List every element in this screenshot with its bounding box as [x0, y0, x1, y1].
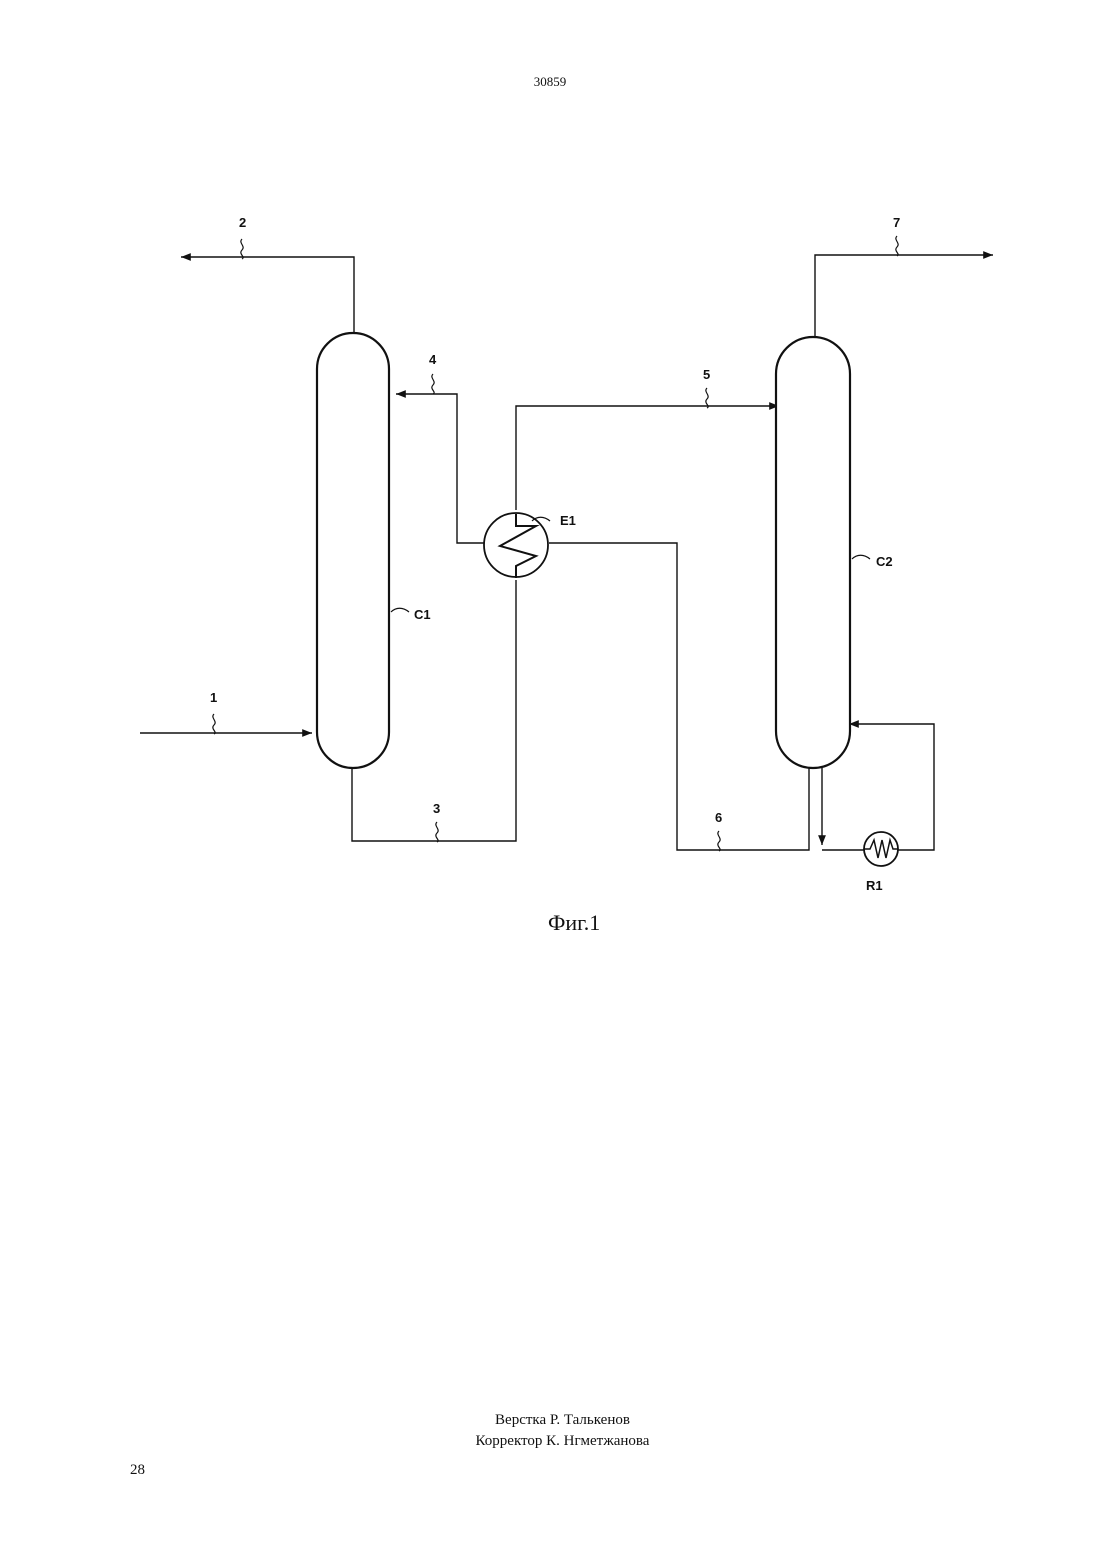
stream-1-tick [213, 714, 215, 734]
e1-label: E1 [560, 513, 576, 528]
c2-label: C2 [876, 554, 893, 569]
stream-5-line [516, 406, 779, 510]
stream-7-label: 7 [893, 215, 900, 230]
column-c2 [776, 337, 850, 768]
layout-credit: Верстка Р. Талькенов [0, 1410, 1100, 1431]
credits-block: Верстка Р. Талькенов Корректор К. Нгметж… [0, 1410, 1100, 1452]
stream-3-label: 3 [433, 801, 440, 816]
c1-label: C1 [414, 607, 431, 622]
stream-4-tick [432, 374, 434, 394]
stream-6-label: 6 [715, 810, 722, 825]
stream-2-tick [241, 239, 243, 259]
reboiler-return-line [849, 724, 934, 850]
stream-2-line [181, 257, 354, 333]
stream-7-line [815, 255, 993, 337]
c2-leader [852, 555, 870, 559]
stream-6-line [549, 543, 809, 850]
stream-2-label: 2 [239, 215, 246, 230]
process-flow-diagram: 2 1 3 4 5 6 7 C1 C2 E1 R1 Фиг.1 [0, 0, 1100, 1000]
page-number: 28 [130, 1462, 145, 1479]
stream-7-tick [896, 236, 898, 256]
stream-6-tick [718, 831, 720, 851]
c1-leader [391, 608, 409, 612]
stream-4-label: 4 [429, 352, 437, 367]
figure-caption: Фиг.1 [548, 910, 600, 935]
column-c1 [317, 333, 389, 768]
stream-3-tick [436, 822, 438, 842]
r1-label: R1 [866, 878, 883, 893]
stream-5-label: 5 [703, 367, 710, 382]
stream-5-tick [706, 388, 708, 408]
stream-4-line [396, 394, 484, 543]
proof-credit: Корректор К. Нгметжанова [0, 1431, 1100, 1452]
stream-1-label: 1 [210, 690, 217, 705]
